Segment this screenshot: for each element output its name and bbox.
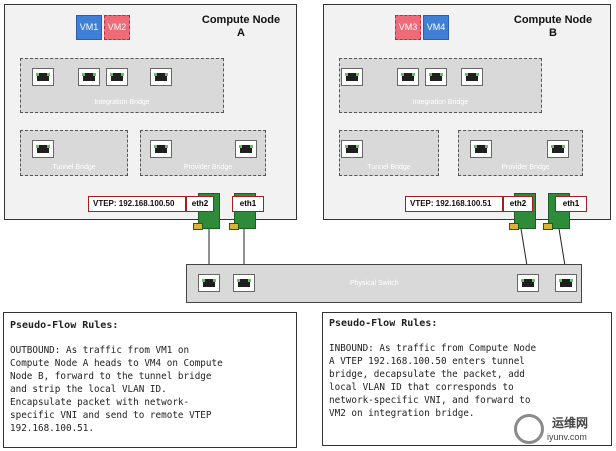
port-icon [150, 140, 172, 158]
vm2: VM2 [104, 15, 130, 40]
inbound-rules-body: INBOUND: As traffic from Compute Node A … [329, 343, 537, 419]
port-icon [397, 68, 419, 86]
tunnel-bridge-b-label: Tunnel Bridge [367, 164, 411, 171]
port-icon [235, 140, 257, 158]
physical-switch-label: Physical Switch [350, 280, 399, 287]
compute-node-a-title: Compute Node A [196, 14, 286, 40]
compute-node-b-title-line1: Compute Node [513, 14, 593, 26]
inbound-rules-box: Pseudo-Flow Rules: INBOUND: As traffic f… [322, 312, 612, 446]
outbound-rules-box: Pseudo-Flow Rules: OUTBOUND: As traffic … [3, 312, 297, 448]
outbound-rules-body: OUTBOUND: As traffic from VM1 on Compute… [10, 345, 223, 434]
eth1-label-b: eth1 [555, 196, 587, 212]
eth2-label-a: eth2 [186, 196, 214, 212]
port-icon [78, 68, 100, 86]
port-icon [425, 68, 447, 86]
watermark-text-url: iyunv.com [547, 432, 587, 442]
port-icon [470, 140, 492, 158]
port-icon [461, 68, 483, 86]
port-icon [341, 68, 363, 86]
port-icon [32, 140, 54, 158]
nic-card-icon [543, 223, 553, 230]
vm4: VM4 [423, 15, 449, 40]
port-icon [233, 274, 255, 292]
port-icon [341, 140, 363, 158]
nic-card-icon [193, 223, 203, 230]
watermark-logo-icon [514, 414, 544, 444]
port-icon [32, 68, 54, 86]
integration-bridge-b-label: Integration Bridge [412, 99, 469, 106]
port-icon [555, 274, 577, 292]
nic-card-icon [229, 223, 239, 230]
compute-node-a-title-line1: Compute Node [201, 14, 281, 26]
port-icon [150, 68, 172, 86]
compute-node-b-title-line2: B [549, 27, 557, 39]
provider-bridge-a-label: Provider Bridge [183, 164, 233, 171]
inbound-rules-title: Pseudo-Flow Rules: [329, 318, 438, 329]
provider-bridge-b-label: Provider Bridge [501, 164, 550, 171]
vm3: VM3 [395, 15, 421, 40]
compute-node-b-title: Compute Node B [508, 14, 598, 40]
port-icon [517, 274, 539, 292]
nic-card-icon [509, 223, 519, 230]
port-icon [198, 274, 220, 292]
tunnel-bridge-a-label: Tunnel Bridge [52, 164, 96, 171]
tunnel-bridge-a [20, 130, 128, 176]
port-icon [106, 68, 128, 86]
eth2-label-b: eth2 [503, 196, 533, 212]
outbound-rules-title: Pseudo-Flow Rules: [10, 320, 119, 331]
vtep-label-b: VTEP: 192.168.100.51 [405, 196, 503, 212]
compute-node-a-title-line2: A [237, 27, 245, 39]
eth1-label-a: eth1 [232, 196, 264, 212]
vtep-label-a: VTEP: 192.168.100.50 [88, 196, 186, 212]
vm1: VM1 [76, 15, 102, 40]
port-icon [547, 140, 569, 158]
watermark-text-cn: 运维网 [552, 416, 589, 430]
integration-bridge-a-label: Integration Bridge [94, 99, 150, 106]
